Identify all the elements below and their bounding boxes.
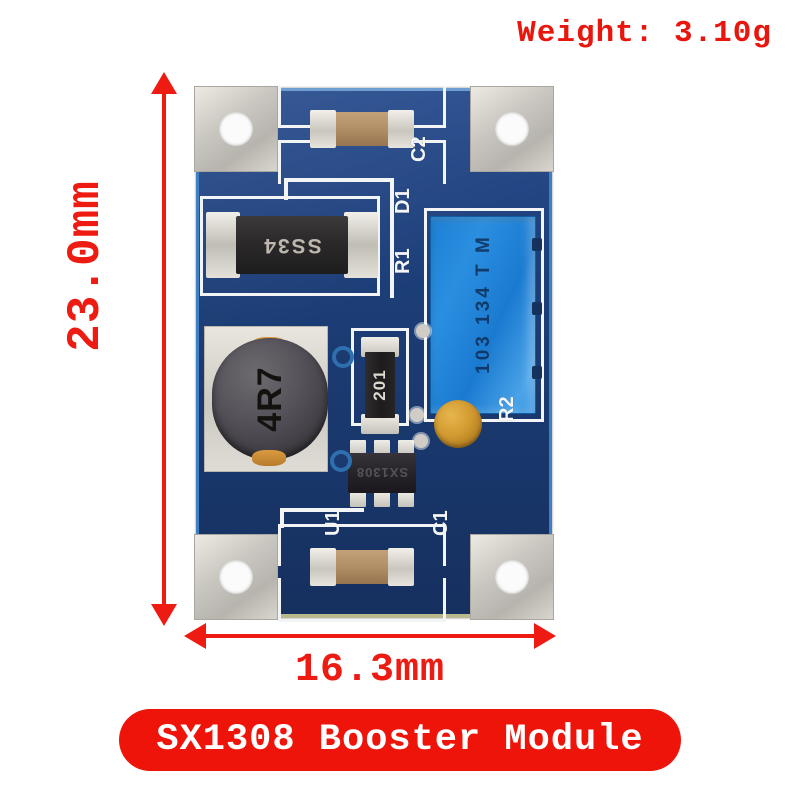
diode-d1: SS34 xyxy=(236,216,348,274)
silkscreen-outline-r2 xyxy=(424,208,544,422)
mounting-pad-top-right xyxy=(470,86,554,172)
capacitor-c2 xyxy=(310,110,414,148)
mounting-pad-bottom-left xyxy=(194,534,278,620)
through-hole xyxy=(219,560,253,594)
dimension-arrow-down-icon xyxy=(151,604,177,626)
silkscreen-label-d1: D1 xyxy=(392,188,414,214)
ic-pin-2 xyxy=(374,440,390,456)
via-1 xyxy=(336,350,350,364)
via-2 xyxy=(334,454,348,468)
dimension-line-horizontal xyxy=(200,634,540,638)
diode-lead-anode xyxy=(344,212,378,278)
silkscreen-trace-5 xyxy=(280,508,364,512)
silkscreen-label-c2: C2 xyxy=(408,136,430,162)
resistor-marking: 201 xyxy=(370,369,389,401)
ic-pin-5 xyxy=(374,491,390,507)
trimpot-tab-3 xyxy=(532,366,542,379)
product-title: SX1308 Booster Module xyxy=(156,719,644,761)
trimpot-marking: 103 134 T M xyxy=(473,234,494,374)
trimmer-potentiometer-r2[interactable]: 103 134 T M xyxy=(430,216,536,414)
height-dimension-label: 23.0mm xyxy=(60,180,112,352)
silkscreen-trace-1 xyxy=(284,178,288,200)
ic-pin-1 xyxy=(350,440,366,456)
mounting-pad-top-left xyxy=(194,86,278,172)
dimension-line-vertical xyxy=(162,88,166,618)
inductor-l1: 4R7 xyxy=(212,338,328,460)
inductor-marking: 4R7 xyxy=(250,366,289,432)
through-hole xyxy=(495,560,529,594)
diode-marking: SS34 xyxy=(262,234,322,257)
silkscreen-outline-d1 xyxy=(200,196,380,296)
silkscreen-trace-4 xyxy=(280,508,284,528)
through-hole xyxy=(495,112,529,146)
ic-pin-3 xyxy=(398,440,414,456)
silkscreen-label-r2: R2 xyxy=(496,396,518,422)
through-hole xyxy=(219,112,253,146)
resistor-terminal-bottom xyxy=(361,414,399,434)
trimpot-adjust-screw[interactable] xyxy=(434,400,482,448)
weight-label: Weight: 3.10g xyxy=(517,16,772,51)
silkscreen-trace-2 xyxy=(284,178,394,182)
trimpot-tab-2 xyxy=(532,302,542,315)
diode-lead-cathode xyxy=(206,212,240,278)
via-4 xyxy=(414,434,428,448)
silkscreen-outline-c1-top xyxy=(278,524,446,566)
dimension-arrow-up-icon xyxy=(151,72,177,94)
ic-pin-4 xyxy=(350,491,366,507)
product-title-banner: SX1308 Booster Module xyxy=(119,709,681,771)
mounting-pad-bottom-right xyxy=(470,534,554,620)
silkscreen-outline-c1-bottom xyxy=(278,578,446,622)
trimpot-tab-1 xyxy=(532,238,542,251)
ic-pin-6 xyxy=(398,491,414,507)
dimension-arrow-left-icon xyxy=(184,623,206,649)
capacitor-c1 xyxy=(310,548,414,586)
silkscreen-label-r1: R1 xyxy=(392,248,414,274)
silkscreen-trace-3 xyxy=(390,178,394,298)
inductor-solder-joint-bottom xyxy=(252,450,286,466)
via-3 xyxy=(410,408,424,422)
ic-marking: SX1308 xyxy=(355,465,409,481)
dimension-arrow-right-icon xyxy=(534,623,556,649)
resistor-r1: 201 xyxy=(365,352,395,418)
pcb-board: C2 SS34 D1 R1 4R7 201 103 134 T M xyxy=(194,86,554,622)
width-dimension-label: 16.3mm xyxy=(294,648,446,693)
ic-u1-sx1308: SX1308 xyxy=(348,453,416,493)
via-5 xyxy=(416,324,430,338)
